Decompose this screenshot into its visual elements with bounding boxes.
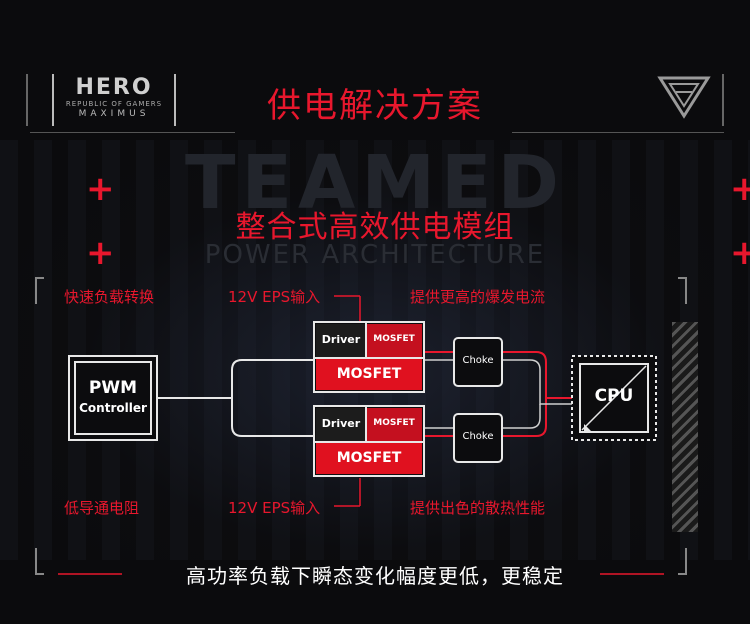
label-eps-bottom: 12V EPS输入 [228, 499, 321, 517]
driver-label-top: Driver [321, 333, 361, 346]
driver-label-bottom: Driver [321, 417, 361, 430]
header-divider-left [30, 132, 235, 133]
plus-mark: + [730, 233, 750, 273]
pwm-label: PWM [88, 378, 138, 398]
background-word: TEAMED [185, 140, 565, 226]
main-title: 整合式高效供电模组 [235, 210, 515, 245]
logo-sub-text: REPUBLIC OF GAMERS [65, 100, 163, 108]
cpu-chip [571, 355, 657, 441]
label-burst-current: 提供更高的爆发电流 [410, 288, 546, 306]
pwm-controller-chip [68, 355, 158, 441]
pwm-wiring [157, 359, 318, 437]
hero-logo: HERO REPUBLIC OF GAMERS MAXIMUS [52, 74, 176, 126]
mosfet-small-label-top: MOSFET [373, 334, 415, 344]
header-edge-right [722, 74, 724, 126]
hatch-decoration [672, 322, 698, 532]
plus-mark: + [730, 169, 750, 209]
choke-label-top: Choke [462, 355, 494, 366]
header-title: 供电解决方案 [267, 86, 483, 126]
cpu-label: CPU [594, 386, 634, 406]
choke-bottom [453, 413, 503, 463]
bottom-caption: 高功率负载下瞬态变化幅度更低，更稳定 [186, 564, 564, 588]
plus-mark: + [86, 169, 115, 209]
plus-mark: + [86, 233, 115, 273]
mosfet-label-bottom: MOSFET [336, 450, 402, 466]
power-stage-bottom [313, 405, 425, 477]
background-subword: POWER ARCHITECTURE [204, 240, 546, 270]
logo-main-text: HERO [75, 75, 153, 100]
header-divider-right [512, 132, 724, 133]
label-cooling: 提供出色的散热性能 [410, 499, 546, 517]
header-edge-left [26, 74, 28, 126]
choke-top [453, 337, 503, 387]
output-wiring-red [424, 351, 578, 437]
choke-label-bottom: Choke [462, 431, 494, 442]
logo-sub2-text: MAXIMUS [78, 109, 150, 119]
mosfet-small-label-bottom: MOSFET [373, 418, 415, 428]
label-low-resistance: 低导通电阻 [64, 499, 140, 517]
output-wiring-white [424, 359, 578, 429]
frame-brackets [35, 277, 687, 575]
power-stage-top [313, 321, 425, 393]
label-eps-top: 12V EPS输入 [228, 288, 321, 306]
mosfet-label-top: MOSFET [336, 366, 402, 382]
label-fast-load: 快速负载转换 [64, 288, 155, 306]
controller-label: Controller [79, 401, 147, 415]
